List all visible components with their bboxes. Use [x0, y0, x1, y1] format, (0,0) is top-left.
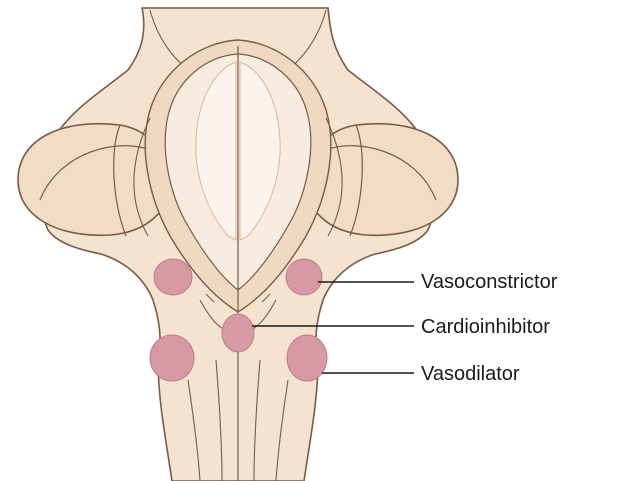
- vasoconstrictor-area-left: [154, 259, 192, 295]
- vasoconstrictor-label: Vasoconstrictor: [421, 272, 557, 292]
- vasodilator-label: Vasodilator: [421, 364, 520, 384]
- vasoconstrictor-area-right: [286, 259, 322, 295]
- cardioinhibitor-label: Cardioinhibitor: [421, 317, 550, 337]
- vasodilator-area-left: [150, 335, 194, 381]
- vasodilator-area-right: [287, 335, 327, 381]
- cardioinhibitor-area: [222, 314, 254, 352]
